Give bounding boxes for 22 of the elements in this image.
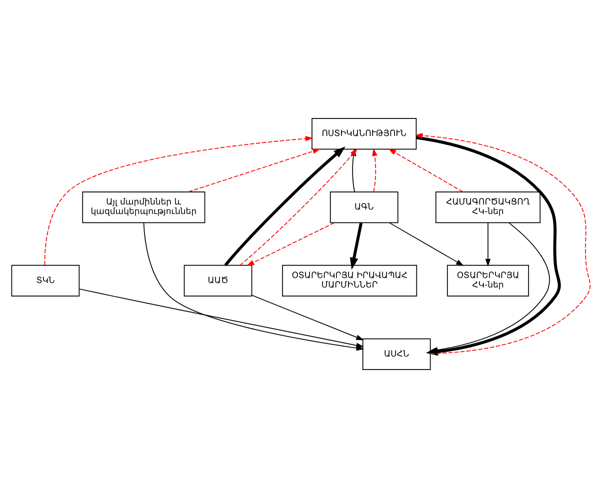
node-box: ՈՍՏԻԿԱՆՈՒԹՅՈՒՆ xyxy=(312,117,417,150)
arrow xyxy=(414,132,591,354)
node-box: ՕՏԱՐԵՐԿՐՅԱ ԻՐԱՎԱՊԱՀ ՄԱՐՄԻՆՆԵՐ xyxy=(282,264,418,296)
node-box: ԱԱԾ xyxy=(184,264,252,296)
arrow xyxy=(252,294,364,340)
arrow xyxy=(246,222,335,266)
node-box: Այլ մարմիններ և կազմակերպություններ xyxy=(82,190,206,223)
node-box: ՕՏԱՐԵՐԿՐՅԱ ՀԿ-ներ xyxy=(446,264,529,296)
node-box: ԱՍՀՆ xyxy=(362,338,431,370)
arrow xyxy=(44,135,314,265)
node-box: ՀԱՄԱԳՈՐԾԱԿՑՈՂ ՀԿ-ներ xyxy=(435,190,541,223)
arrow xyxy=(224,146,346,266)
arrow xyxy=(389,222,464,266)
arrow xyxy=(350,222,363,270)
arrow xyxy=(372,148,378,192)
arrow xyxy=(388,148,464,192)
arrow xyxy=(429,222,550,352)
arrow xyxy=(485,222,491,266)
node-box: ՏԿՆ xyxy=(11,264,80,296)
arrow xyxy=(416,136,561,356)
node-box: ԱԳՆ xyxy=(330,190,398,223)
arrow xyxy=(188,148,320,192)
